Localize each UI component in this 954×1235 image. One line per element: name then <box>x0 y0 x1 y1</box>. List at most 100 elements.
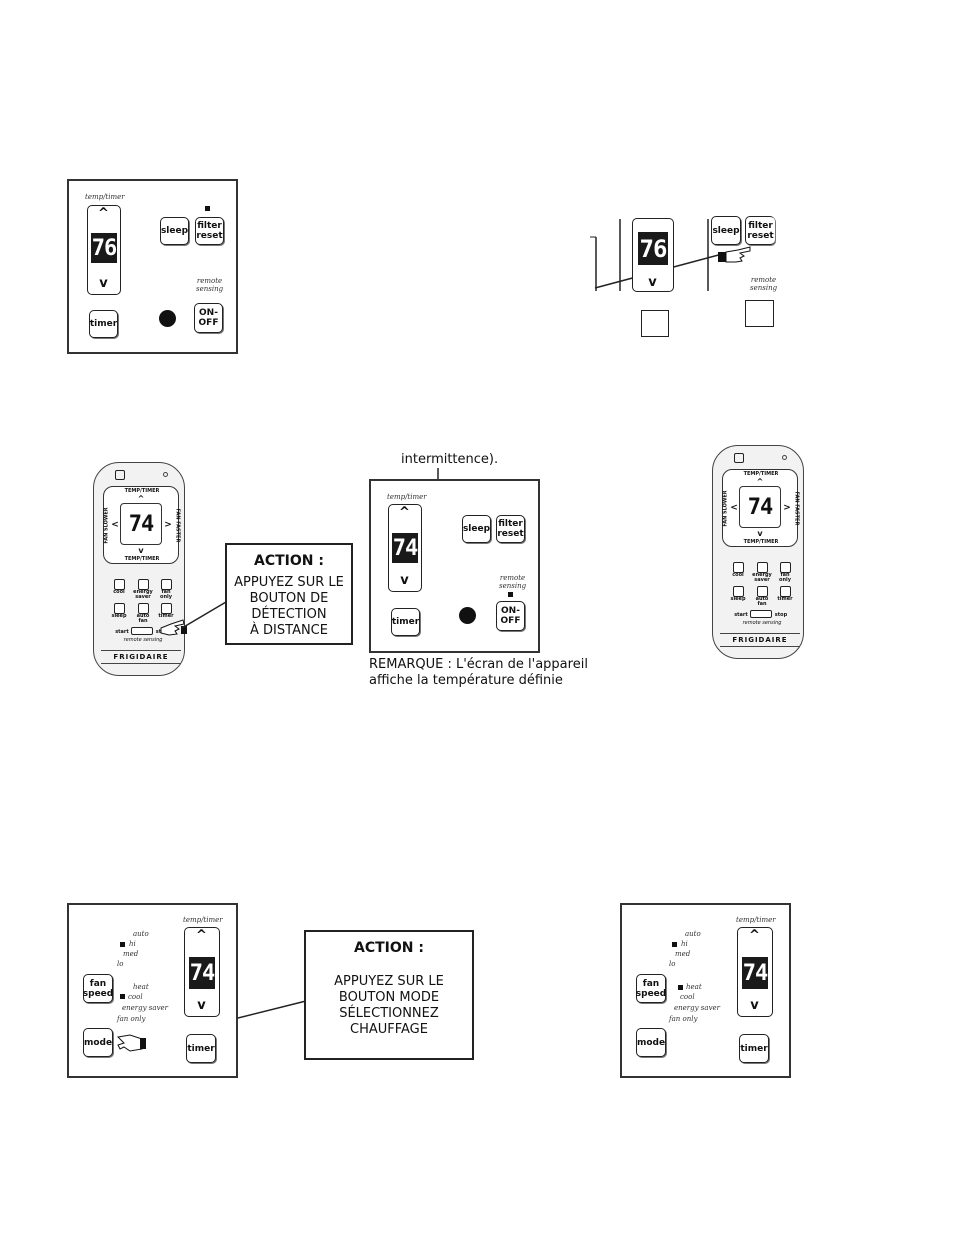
up-chevron-icon[interactable]: ^ <box>749 928 760 943</box>
remote-cool-label: cool <box>732 572 744 578</box>
sleep-button[interactable]: sleep <box>160 217 189 245</box>
remote-fan-only-button[interactable] <box>780 562 791 573</box>
temp-display-frame: 76 v <box>632 218 674 292</box>
op-mode-energy-saver: energy saver <box>122 1004 169 1012</box>
remote-down-icon[interactable]: v <box>138 546 144 555</box>
remote-sensing-label: remote sensing <box>499 574 527 590</box>
op-mode-fan-only: fan only <box>669 1015 698 1023</box>
remote-timer-label: timer <box>158 613 174 619</box>
remote-cool-button[interactable] <box>114 579 125 590</box>
temperature-display: 74 <box>742 957 768 989</box>
fan-mode-hi: hi <box>681 940 688 948</box>
note-line-1: REMARQUE : L'écran de l'appareil <box>369 657 588 672</box>
remote-sleep-button[interactable] <box>114 603 125 614</box>
remote-sensing-label: remote sensing <box>750 276 778 292</box>
sleep-button[interactable]: sleep <box>711 216 741 245</box>
remote-sensing-button[interactable] <box>131 627 153 635</box>
temp-display-frame: ^ 74 v <box>388 504 422 592</box>
remote-lcd-frame: 74 <box>120 503 162 545</box>
remote-dpad[interactable]: TEMP/TIMER TEMP/TIMER FAN SLOWER FAN FAS… <box>103 486 181 564</box>
remote-down-icon[interactable]: v <box>757 529 763 538</box>
remote-sensing-button[interactable] <box>750 610 772 618</box>
timer-button[interactable]: timer <box>391 608 420 636</box>
op-mode-heat: heat <box>133 983 149 991</box>
fan-speed-button[interactable]: fan speed <box>83 974 113 1003</box>
down-chevron-icon[interactable]: v <box>750 998 759 1013</box>
remote-up-icon[interactable]: ^ <box>756 477 764 486</box>
remote-timer-label: timer <box>777 596 793 602</box>
mode-button[interactable]: mode <box>83 1028 113 1057</box>
up-chevron-icon[interactable]: ^ <box>98 206 109 221</box>
sleep-button[interactable]: sleep <box>462 515 491 543</box>
remote-energy-saver-button[interactable] <box>138 579 149 590</box>
remote-sensor-icon <box>459 607 476 624</box>
temperature-display: 74 <box>189 957 215 989</box>
remote-auto-fan-label: auto fan <box>755 596 769 607</box>
remote-left-icon[interactable]: < <box>111 520 119 530</box>
temp-display-frame: ^ 76 v <box>87 205 121 295</box>
cool-indicator-light <box>120 994 125 999</box>
temp-timer-bottom-label: TEMP/TIMER <box>743 539 779 545</box>
down-chevron-icon[interactable]: v <box>648 275 657 290</box>
fan-mode-auto: auto <box>133 930 149 938</box>
remote-left-icon[interactable]: < <box>730 503 738 513</box>
remote-energy-saver-button[interactable] <box>757 562 768 573</box>
remote-fan-only-label: fan only <box>160 589 172 600</box>
action-instructions: APPUYEZ SUR LE BOUTON MODE SÉLECTIONNEZ … <box>334 974 444 1037</box>
filter-reset-button[interactable]: filter reset <box>745 216 775 245</box>
timer-button[interactable]: timer <box>186 1034 216 1063</box>
down-chevron-icon[interactable]: v <box>99 276 108 291</box>
filter-reset-button[interactable]: filter reset <box>195 217 224 245</box>
remote-timer-button[interactable] <box>780 586 791 597</box>
op-mode-cool: cool <box>128 993 143 1001</box>
pointing-hand-icon <box>116 1034 146 1052</box>
down-chevron-icon[interactable]: v <box>400 573 409 588</box>
action-title: ACTION : <box>354 940 424 956</box>
control-panel-2-crop: 76 v sleep filter reset remote sensing <box>590 214 780 344</box>
action-title: ACTION : <box>254 553 324 569</box>
on-off-button[interactable]: ON- OFF <box>194 303 223 333</box>
filter-indicator-light <box>205 206 210 211</box>
fan-speed-button[interactable]: fan speed <box>636 974 666 1003</box>
remote-fan-only-button[interactable] <box>161 579 172 590</box>
timer-button[interactable]: timer <box>89 310 118 338</box>
op-mode-energy-saver: energy saver <box>674 1004 721 1012</box>
remote-stop-label: stop <box>774 612 788 618</box>
up-chevron-icon[interactable]: ^ <box>399 505 410 520</box>
remote-sensing-label: remote sensing <box>742 620 782 626</box>
remote-sensing-label: remote sensing <box>196 277 224 293</box>
remote-control-1: TEMP/TIMER TEMP/TIMER FAN SLOWER FAN FAS… <box>93 462 193 682</box>
remote-auto-fan-button[interactable] <box>138 603 149 614</box>
on-off-button[interactable]: ON- OFF <box>496 601 525 631</box>
timer-button[interactable]: timer <box>739 1034 769 1063</box>
remote-control-2: TEMP/TIMER TEMP/TIMER FAN SLOWER FAN FAS… <box>712 445 812 663</box>
fan-mode-med: med <box>675 950 691 958</box>
down-chevron-icon[interactable]: v <box>197 998 206 1013</box>
mode-button[interactable]: mode <box>636 1028 666 1057</box>
control-panel-4: auto hi med lo fan speed heat cool energ… <box>67 903 238 1078</box>
remote-timer-button[interactable] <box>161 603 172 614</box>
pointing-hand-icon <box>160 619 187 636</box>
fan-faster-label: FAN FASTER <box>793 491 800 526</box>
fan-mode-med: med <box>123 950 139 958</box>
remote-start-label: start <box>734 612 748 618</box>
filter-reset-button[interactable]: filter reset <box>496 515 525 543</box>
remote-up-icon[interactable]: ^ <box>137 494 145 503</box>
remote-right-icon[interactable]: > <box>783 503 791 513</box>
up-chevron-icon[interactable]: ^ <box>196 928 207 943</box>
remote-sleep-button[interactable] <box>733 586 744 597</box>
action-instructions: APPUYEZ SUR LE BOUTON DE DÉTECTION À DIS… <box>234 575 344 638</box>
remote-sensor-icon <box>159 310 176 327</box>
control-panel-3: temp/timer ^ 74 v sleep filter reset rem… <box>369 479 540 653</box>
fan-faster-label: FAN FASTER <box>174 508 181 543</box>
step-checkbox-1[interactable] <box>641 310 669 337</box>
remote-right-icon[interactable]: > <box>164 520 172 530</box>
remote-cool-button[interactable] <box>733 562 744 573</box>
step-checkbox-2[interactable] <box>745 300 774 327</box>
temp-timer-bottom-label: TEMP/TIMER <box>124 556 160 562</box>
remote-dpad[interactable]: TEMP/TIMER TEMP/TIMER FAN SLOWER FAN FAS… <box>722 469 800 547</box>
remote-auto-fan-button[interactable] <box>757 586 768 597</box>
action-box-1: ACTION : APPUYEZ SUR LE BOUTON DE DÉTECT… <box>225 543 353 645</box>
remote-brand-logo: FRIGIDAIRE <box>720 633 800 647</box>
temperature-display: 76 <box>638 232 668 265</box>
